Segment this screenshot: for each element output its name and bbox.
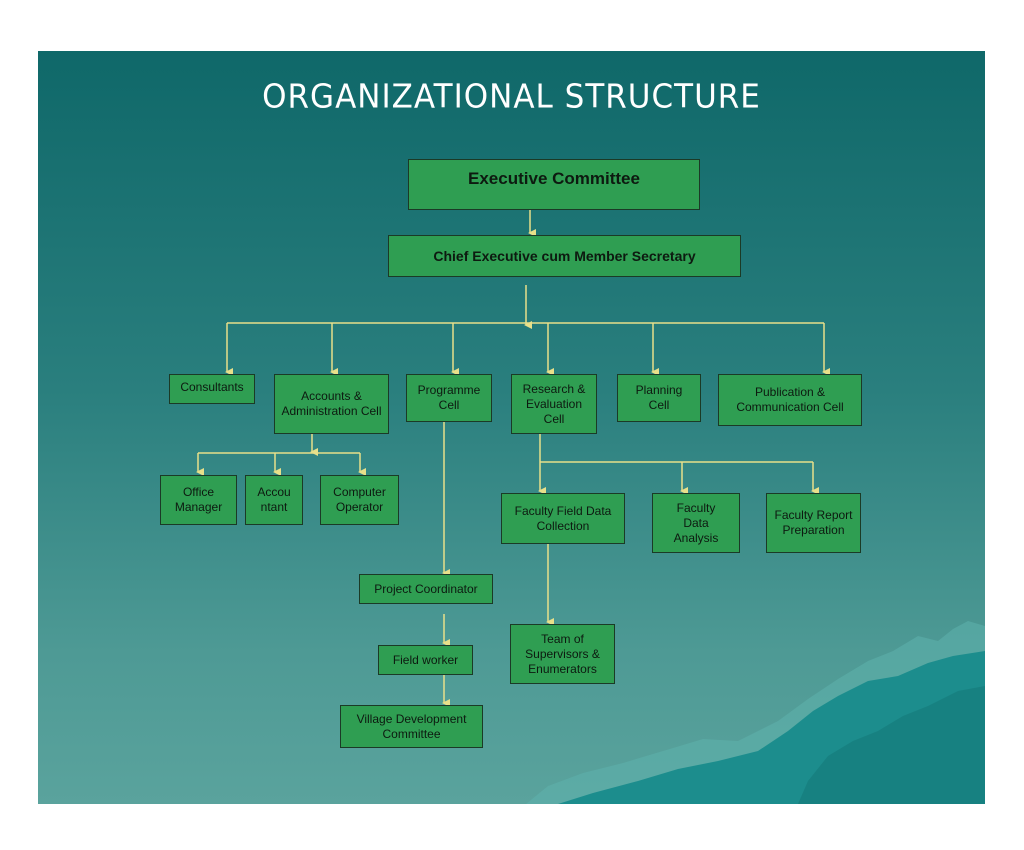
accounts-administration-box: Accounts & Administration Cell [274,374,389,434]
node-label: Project Coordinator [374,581,478,596]
node-label: Accou ntant [257,485,291,514]
node-label: Village Development Committee [356,711,467,741]
faculty-report-preparation-box: Faculty Report Preparation [766,493,861,553]
faculty-field-data-box: Faculty Field Data Collection [501,493,625,544]
chief-executive-box: Chief Executive cum Member Secretary [388,235,741,277]
node-label: Executive Committee [468,169,640,188]
node-label: Planning Cell [635,383,683,412]
supervisors-enumerators-box: Team of Supervisors & Enumerators [510,624,615,684]
research-evaluation-box: Research & Evaluation Cell [511,374,597,434]
consultants-box: Consultants [169,374,255,404]
node-label: Programme Cell [417,383,481,412]
node-label: Team of Supervisors & Enumerators [525,631,600,676]
connector-lines [196,210,830,707]
planning-cell-box: Planning Cell [617,374,701,422]
node-label: Publication & Communication Cell [736,385,844,414]
accountant-box: Accou ntant [245,475,303,525]
faculty-data-analysis-box: Faculty Data Analysis [652,493,740,553]
office-manager-box: Office Manager [160,475,237,525]
node-label: Chief Executive cum Member Secretary [433,247,696,264]
executive-committee-box: Executive Committee [408,159,700,210]
node-label: Faculty Data Analysis [673,500,719,545]
node-label: Field worker [392,652,459,667]
publication-communication-box: Publication & Communication Cell [718,374,862,426]
slide: ORGANIZATIONAL STRUCTURE [38,51,985,804]
page-title: ORGANIZATIONAL STRUCTURE [262,78,761,116]
node-label: Faculty Field Data Collection [514,503,612,533]
node-label: Faculty Report Preparation [774,508,853,537]
village-development-box: Village Development Committee [340,705,483,748]
mountain-decoration [526,621,985,804]
node-label: Accounts & Administration Cell [281,389,382,418]
programme-cell-box: Programme Cell [406,374,492,422]
node-label: Office Manager [174,485,223,514]
node-label: Computer Operator [333,485,386,514]
node-label: Research & Evaluation Cell [522,381,586,426]
node-label: Consultants [180,379,244,394]
computer-operator-box: Computer Operator [320,475,399,525]
project-coordinator-box: Project Coordinator [359,574,493,604]
field-worker-box: Field worker [378,645,473,675]
